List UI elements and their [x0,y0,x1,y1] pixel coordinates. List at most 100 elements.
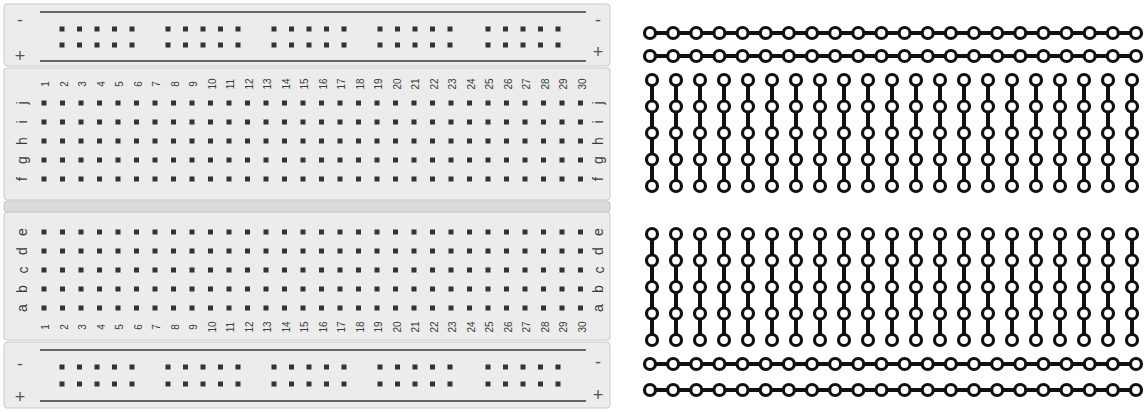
contact-point [853,51,864,62]
breadboard-hole [95,27,100,32]
label-holder: + [593,386,604,405]
breadboard-hole [560,120,565,125]
breadboard-hole [97,158,102,163]
contact-point [1007,255,1018,266]
contact-point [853,385,864,396]
breadboard-hole [307,27,312,32]
breadboard-hole [227,158,232,163]
breadboard-hole [338,158,343,163]
breadboard-hole [523,306,528,311]
breadboard-hole [307,43,312,48]
breadboard-hole [521,382,526,387]
contact-point [1038,51,1049,62]
contact-point [1015,28,1026,39]
column-number: 12 [245,321,255,332]
contact-point [743,128,754,139]
breadboard-hole [356,177,361,182]
breadboard-hole [338,230,343,235]
contact-point [863,101,874,112]
terminal-strip [4,68,610,200]
breadboard-hole [307,382,312,387]
contact-point [668,51,679,62]
breadboard-hole [467,230,472,235]
breadboard-hole [153,306,158,311]
contact-point [671,229,682,240]
breadboard-hole [393,158,398,163]
contact-point [1127,101,1138,112]
contact-point [992,28,1003,39]
breadboard-hole [112,27,117,32]
label-holder: 9 [183,324,201,330]
contact-point [911,282,922,293]
breadboard-hole [448,365,453,370]
breadboard-hole [245,287,250,292]
breadboard-hole [218,382,223,387]
contact-point [783,51,794,62]
contact-point [935,154,946,165]
breadboard-hole [282,101,287,106]
breadboard-hole [560,158,565,163]
contact-point [767,255,778,266]
column-number: 30 [578,321,588,332]
contact-point [767,101,778,112]
breadboard-hole [521,27,526,32]
breadboard-hole [338,249,343,254]
contact-point [737,28,748,39]
breadboard-hole [153,158,158,163]
breadboard-hole [430,27,435,32]
contact-point [1007,75,1018,86]
contact-point [1015,51,1026,62]
contact-point [645,28,656,39]
breadboard-hole [578,249,583,254]
contact-point [887,335,898,346]
breadboard-hole [134,230,139,235]
contact-point [839,181,850,192]
contact-point [1103,229,1114,240]
contact-point [899,51,910,62]
breadboard-hole [560,306,565,311]
column-number: 16 [319,321,329,332]
breadboard-hole [264,306,269,311]
contact-point [1031,335,1042,346]
label-holder: 17 [331,78,349,89]
contact-point [830,28,841,39]
contact-point [647,229,658,240]
label-holder: - [595,353,601,372]
contact-point [1079,101,1090,112]
row-letter: b [15,285,29,293]
contact-point [671,335,682,346]
contact-point [1007,335,1018,346]
contact-point [1127,308,1138,319]
contact-point [1061,359,1072,370]
label-holder: + [15,388,26,407]
breadboard-hole [264,139,269,144]
contact-point [863,154,874,165]
breadboard-hole [503,43,508,48]
breadboard-hole [395,43,400,48]
breadboard-hole [449,139,454,144]
contact-point [647,75,658,86]
contact-point [714,28,725,39]
column-number: 26 [504,321,514,332]
breadboard-hole [166,365,171,370]
contact-point [1061,385,1072,396]
label-holder: c [13,267,31,274]
breadboard-hole [393,306,398,311]
breadboard-hole [375,230,380,235]
contact-point [983,335,994,346]
contact-point [1103,335,1114,346]
breadboard-hole [282,268,287,273]
column-number: 3 [78,81,88,87]
contact-point [719,308,730,319]
contact-point [1079,229,1090,240]
breadboard-hole [183,43,188,48]
breadboard-hole [449,249,454,254]
contact-point [1031,229,1042,240]
contact-point [945,28,956,39]
contact-point [791,255,802,266]
contact-point [969,51,980,62]
breadboard-hole [412,306,417,311]
breadboard-hole [338,268,343,273]
contact-point [1007,128,1018,139]
contact-point [839,128,850,139]
